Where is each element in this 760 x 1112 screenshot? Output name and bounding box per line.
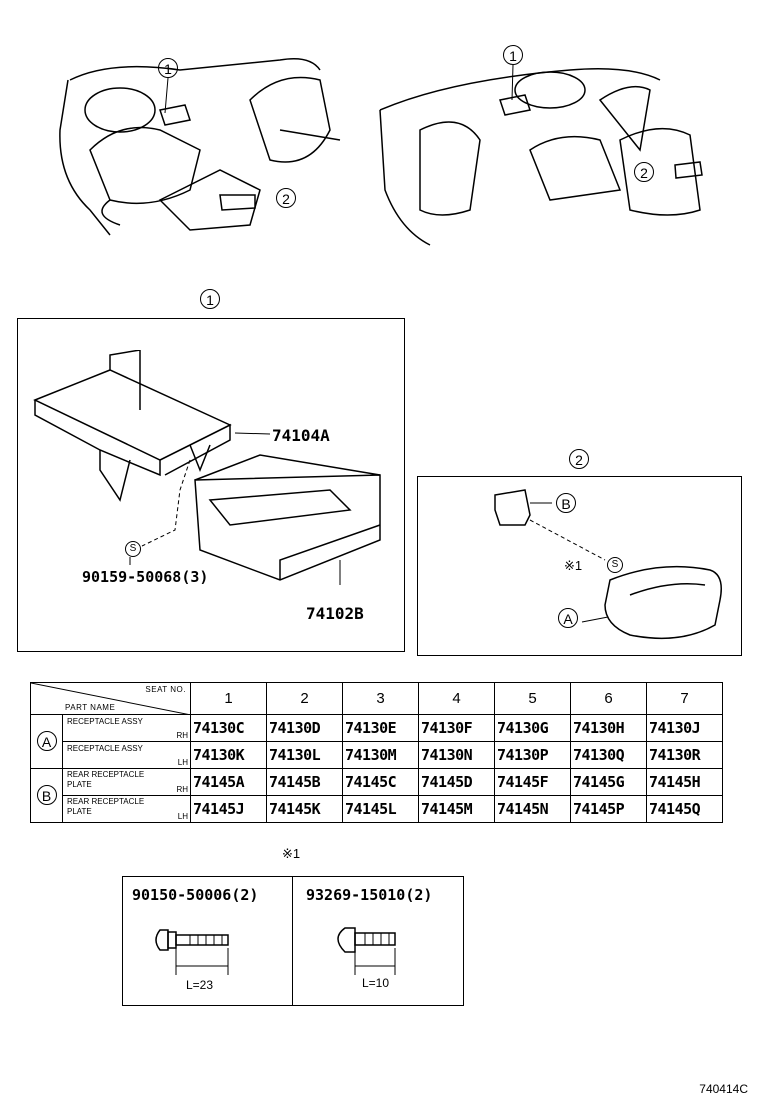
screw-callout-s: S [125, 541, 141, 557]
part-code: 74130L [266, 741, 343, 769]
table-row: REAR RECEPTACLE PLATE LH 74145J 74145K 74… [31, 795, 723, 823]
figure-id: 740414C [699, 1082, 748, 1096]
part-code: 74145J [190, 795, 267, 823]
table-row: A RECEPTACLE ASSY RH 74130C 74130D 74130E… [30, 714, 723, 769]
part-code: 74130R [646, 741, 723, 769]
receptacle-plate-drawing [494, 489, 722, 640]
part-code: 74145P [570, 795, 647, 823]
part-number-receptacle: 74102B [306, 604, 364, 623]
part-name: REAR RECEPTACLE PLATE [67, 797, 145, 816]
part-code: 74130P [494, 741, 571, 769]
part-number-bracket: 74104A [272, 426, 330, 445]
screw-part-right: 93269-15010(2) [306, 886, 433, 904]
part-code: 74130Q [570, 741, 647, 769]
part-code: 74145N [494, 795, 571, 823]
seat-no-2: 2 [266, 682, 343, 715]
part-name-cell: RECEPTACLE ASSY RH [62, 714, 191, 742]
section-2-box [417, 476, 742, 656]
part-code: 74145G [570, 768, 647, 796]
part-code: 74145F [494, 768, 571, 796]
seat-no-4: 4 [418, 682, 495, 715]
leader-line [511, 65, 514, 101]
part-code: 74145H [646, 768, 723, 796]
part-code: 74130E [342, 714, 419, 742]
callout-1-top-right: 1 [503, 45, 523, 65]
callout-a: A [558, 608, 578, 628]
screw-spec-divider [292, 876, 293, 1006]
part-name: RECEPTACLE ASSY [67, 744, 143, 753]
part-code: 74145M [418, 795, 495, 823]
callout-b: B [556, 493, 576, 513]
part-code: 74130N [418, 741, 495, 769]
part-code: 74145K [266, 795, 343, 823]
screw-left-drawing [155, 929, 229, 975]
part-code: 74130D [266, 714, 343, 742]
part-code: 74145D [418, 768, 495, 796]
part-name: REAR RECEPTACLE PLATE [67, 770, 145, 789]
side: RH [176, 731, 188, 740]
side: LH [177, 758, 188, 767]
note-mark-1: ※1 [564, 558, 583, 573]
part-code: 74130C [190, 714, 267, 742]
vehicle-interior-right-illustration [379, 68, 703, 246]
group-a-cell: A [30, 714, 63, 769]
vehicle-interior-left-illustration [59, 58, 341, 236]
screw-length-left: L=23 [186, 978, 214, 992]
callout-1-top-left: 1 [158, 58, 178, 78]
plate-screw-callout-s: S [607, 557, 623, 573]
callout-1-section: 1 [200, 289, 220, 309]
part-name-cell: RECEPTACLE ASSY LH [62, 741, 191, 769]
part-code: 74145Q [646, 795, 723, 823]
screw-right-drawing [337, 927, 396, 975]
callout-2-top-left: 2 [276, 188, 296, 208]
part-name: RECEPTACLE ASSY [67, 717, 143, 726]
screw-note-mark: ※1 [282, 846, 301, 861]
part-code: 74130M [342, 741, 419, 769]
part-code: 74130G [494, 714, 571, 742]
screw-spec-box [122, 876, 464, 1006]
part-name-cell: REAR RECEPTACLE PLATE LH [62, 795, 191, 823]
seat-no-label: SEAT NO. [145, 685, 186, 694]
part-code: 74130K [190, 741, 267, 769]
seat-no-6: 6 [570, 682, 647, 715]
group-b-callout: B [36, 785, 57, 805]
leader-line [164, 78, 169, 114]
callout-2-top-right: 2 [634, 162, 654, 182]
part-code: 74145L [342, 795, 419, 823]
group-b-cell: B [30, 768, 63, 823]
part-code: 74130J [646, 714, 723, 742]
side: RH [176, 785, 188, 794]
callout-2-section: 2 [569, 449, 589, 469]
seat-no-1: 1 [190, 682, 267, 715]
parts-table: SEAT NO. PART NAME 1 2 3 4 5 6 7 A RECEP… [30, 682, 723, 823]
part-name-label: PART NAME [65, 703, 116, 712]
seat-no-7: 7 [646, 682, 723, 715]
screw-part-left: 90150-50006(2) [132, 886, 259, 904]
part-code: 74130H [570, 714, 647, 742]
table-header-corner: SEAT NO. PART NAME [30, 682, 191, 715]
table-row: RECEPTACLE ASSY LH 74130K 74130L 74130M 7… [31, 741, 723, 769]
part-code: 74145A [190, 768, 267, 796]
seat-no-5: 5 [494, 682, 571, 715]
seat-no-3: 3 [342, 682, 419, 715]
part-code: 74130F [418, 714, 495, 742]
section-1-box [17, 318, 405, 652]
side: LH [177, 812, 188, 821]
screw-length-right: L=10 [362, 976, 390, 990]
part-name-cell: REAR RECEPTACLE PLATE RH [62, 768, 191, 796]
group-a-callout: A [36, 731, 57, 751]
part-code: 74145C [342, 768, 419, 796]
part-code: 74145B [266, 768, 343, 796]
part-number-screw: 90159-50068(3) [82, 568, 209, 586]
receptacle-bracket-drawing [33, 350, 381, 585]
